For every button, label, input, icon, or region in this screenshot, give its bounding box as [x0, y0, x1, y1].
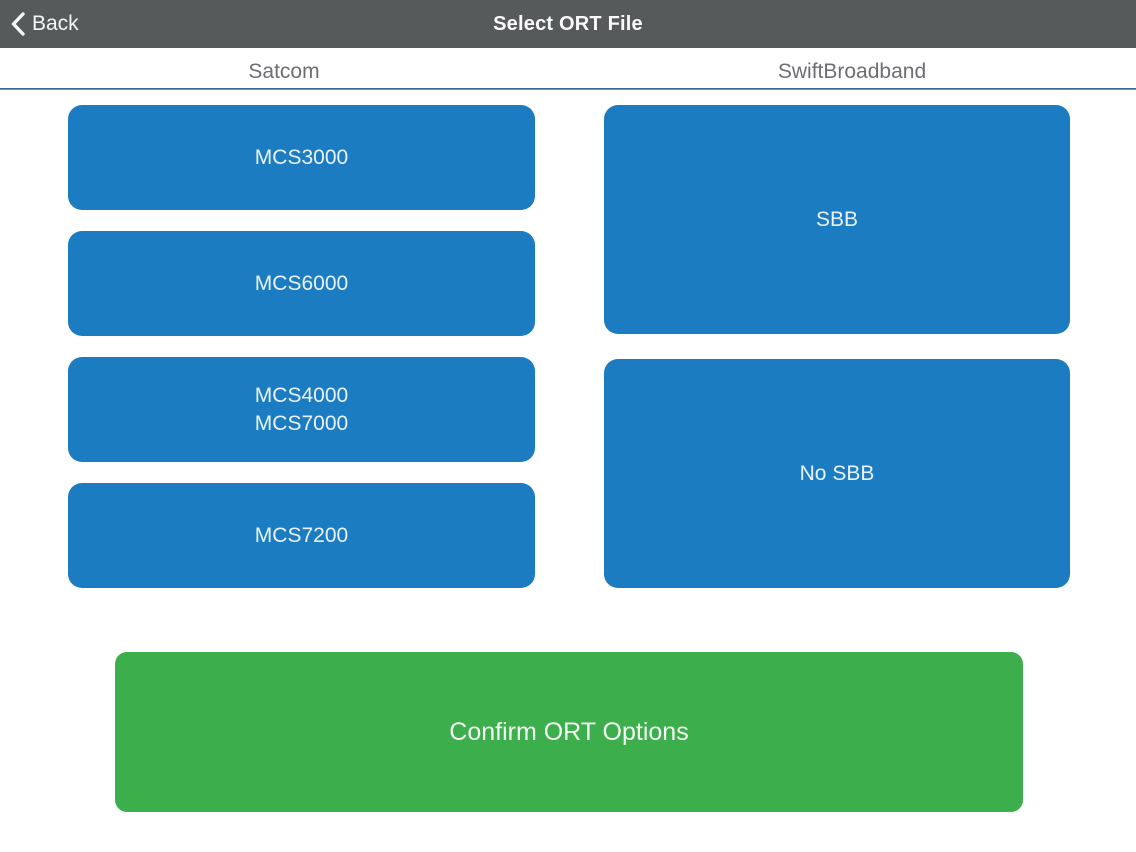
confirm-ort-options-button[interactable]: Confirm ORT Options: [115, 652, 1023, 812]
back-chevron-icon: [10, 12, 25, 36]
button-no-sbb[interactable]: No SBB: [604, 359, 1070, 588]
satcom-column-header: Satcom: [248, 60, 320, 83]
button-mcs7200[interactable]: MCS7200: [68, 483, 535, 588]
back-button[interactable]: Back: [10, 0, 79, 48]
header-divider: [0, 88, 1136, 90]
button-mcs3000[interactable]: MCS3000: [68, 105, 535, 210]
button-sbb[interactable]: SBB: [604, 105, 1070, 334]
nav-bar: Back Select ORT File: [0, 0, 1136, 48]
button-mcs4000-mcs7000[interactable]: MCS4000 MCS7000: [68, 357, 535, 462]
swiftbroadband-column-header: SwiftBroadband: [777, 60, 927, 83]
page-title: Select ORT File: [493, 12, 643, 35]
back-button-label: Back: [32, 12, 79, 35]
button-mcs6000[interactable]: MCS6000: [68, 231, 535, 336]
column-headers: Satcom SwiftBroadband: [0, 48, 1136, 88]
